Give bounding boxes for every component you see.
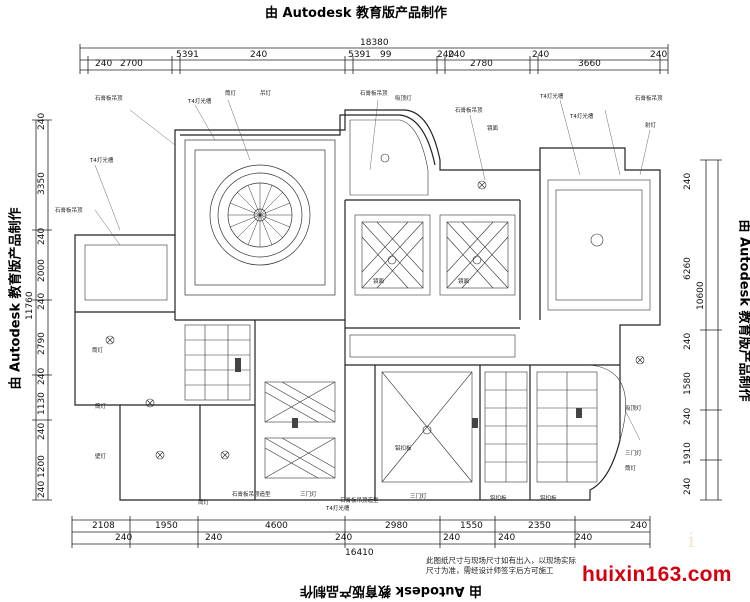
label-t4-3: T4灯光槽 xyxy=(569,112,594,120)
dim-left-240e: 240 xyxy=(37,423,47,440)
faint-mark: i xyxy=(688,528,694,552)
label-gypsum-3: 石膏板吊顶 xyxy=(455,106,483,114)
dim-bottom-240a: 240 xyxy=(115,533,132,543)
dim-top-240b: 5391 xyxy=(176,50,199,60)
label-gypsum-5: 石膏板吊顶 xyxy=(55,206,83,214)
label-down-4: 筒灯 xyxy=(198,498,210,506)
dim-left-240f: 240 xyxy=(37,481,47,498)
site-brand: huixin163.com xyxy=(582,563,732,587)
dim-top-240a: 240 xyxy=(95,59,112,69)
dim-bottom-240c: 240 xyxy=(335,533,352,543)
dim-bottom-240f: 240 xyxy=(575,533,592,543)
dim-top-2700: 2700 xyxy=(120,59,143,69)
label-gypsum-1: 石膏板吊顶 xyxy=(95,94,123,102)
dim-left-240c: 240 xyxy=(37,293,47,310)
dim-bottom-240e: 240 xyxy=(498,533,515,543)
dim-right-1910: 1910 xyxy=(683,442,693,465)
dim-bottom-2108: 2108 xyxy=(92,521,115,531)
dim-top-2780: 2780 xyxy=(470,59,493,69)
label-t4-1: T4灯光槽 xyxy=(187,97,212,105)
dim-bottom-1550: 1550 xyxy=(460,521,483,531)
dim-left-3350: 3350 xyxy=(37,172,47,195)
label-mirror-2: 镜面 xyxy=(373,277,385,285)
label-grille-2: 铝扣板 xyxy=(490,494,507,502)
label-t4-5: T4灯光槽 xyxy=(325,504,350,512)
label-spot-1: 射灯 xyxy=(645,121,657,129)
label-door-1: 三门灯 xyxy=(300,490,317,498)
label-mirror-3: 镜面 xyxy=(458,277,470,285)
label-down-3: 筒灯 xyxy=(95,402,107,410)
dim-right-240c: 240 xyxy=(683,408,693,425)
dim-bottom-2350: 2350 xyxy=(528,521,551,531)
dim-bottom-2980: 2980 xyxy=(385,521,408,531)
dim-top-240c: 5391 xyxy=(348,50,371,60)
right-dims: 240 6260 240 1580 240 1910 240 10600 xyxy=(683,173,706,495)
dim-right-240d: 240 xyxy=(683,478,693,495)
dim-top-5391: 240 xyxy=(250,50,267,60)
label-grille-3: 铝扣板 xyxy=(540,494,557,502)
dim-left-1130: 1130 xyxy=(37,392,47,415)
dim-left-2000: 2000 xyxy=(37,259,47,282)
label-droplight-1: 吊灯 xyxy=(260,89,272,97)
dim-left-2790: 2790 xyxy=(37,332,47,355)
label-wall-1: 壁灯 xyxy=(95,452,107,460)
dim-top-240d: 240 xyxy=(448,50,465,60)
watermark-left: 由 Autodesk 教育版产品制作 xyxy=(5,230,24,390)
label-note-cut-1: 石膏板吊顶造型 xyxy=(232,490,271,498)
label-gypsum-2: 石膏板吊顶 xyxy=(360,89,388,97)
dim-bottom-240d: 240 xyxy=(443,533,460,543)
dim-left-240a: 240 xyxy=(37,113,47,130)
label-ceiling-1: 吸顶灯 xyxy=(395,94,412,102)
watermark-bottom: 由 Autodesk 教育版产品制作 xyxy=(300,583,482,602)
dim-total-top: 18380 xyxy=(360,38,389,48)
dim-top-240e: 240 xyxy=(532,50,549,60)
watermark-top: 由 Autodesk 教育版产品制作 xyxy=(265,2,447,21)
dim-bottom-4600: 4600 xyxy=(265,521,288,531)
label-door-3: 三门灯 xyxy=(625,449,642,457)
dim-right-240a: 240 xyxy=(683,173,693,190)
label-mirror-1: 镜面 xyxy=(487,124,499,132)
dim-left-240b: 240 xyxy=(37,228,47,245)
dim-left-240d: 240 xyxy=(37,368,47,385)
label-note-cut-2: 石膏板吊顶造型 xyxy=(340,496,379,504)
dim-bottom-total: 16410 xyxy=(345,548,374,558)
dim-top-2790: 99 xyxy=(380,50,392,60)
label-t4-2: T4灯光槽 xyxy=(539,92,564,100)
dim-bottom-1950: 1950 xyxy=(155,521,178,531)
dim-right-1580: 1580 xyxy=(683,372,693,395)
dim-right-total: 10600 xyxy=(696,281,706,310)
label-gypsum-4: 石膏板吊顶 xyxy=(635,94,663,102)
label-ceiling-2: 吸顶灯 xyxy=(625,404,642,412)
dim-right-240b: 240 xyxy=(683,333,693,350)
watermark-right: 由 Autodesk 教育版产品制作 xyxy=(737,220,750,380)
label-door-2: 三门灯 xyxy=(410,492,427,500)
dim-left-1200: 1200 xyxy=(37,455,47,478)
dim-bottom-240b: 240 xyxy=(205,533,222,543)
dim-top-240f: 240 xyxy=(650,50,667,60)
label-down-2: 筒灯 xyxy=(92,346,104,354)
dim-left-total: 11760 xyxy=(25,291,35,320)
dim-bottom-240-end: 240 xyxy=(630,521,647,531)
construction-note: 此图纸尺寸与现场尺寸如有出入，以现场实际尺寸为准，需经设计师签字后方可施工 xyxy=(426,556,576,576)
dim-top-3660: 3660 xyxy=(578,59,601,69)
label-grille-1: 铝扣板 xyxy=(395,444,412,452)
label-down-5: 筒灯 xyxy=(625,464,637,472)
label-t4-4: T4灯光槽 xyxy=(89,156,114,164)
dim-right-6260: 6260 xyxy=(683,257,693,280)
label-down-1: 筒灯 xyxy=(225,89,237,97)
